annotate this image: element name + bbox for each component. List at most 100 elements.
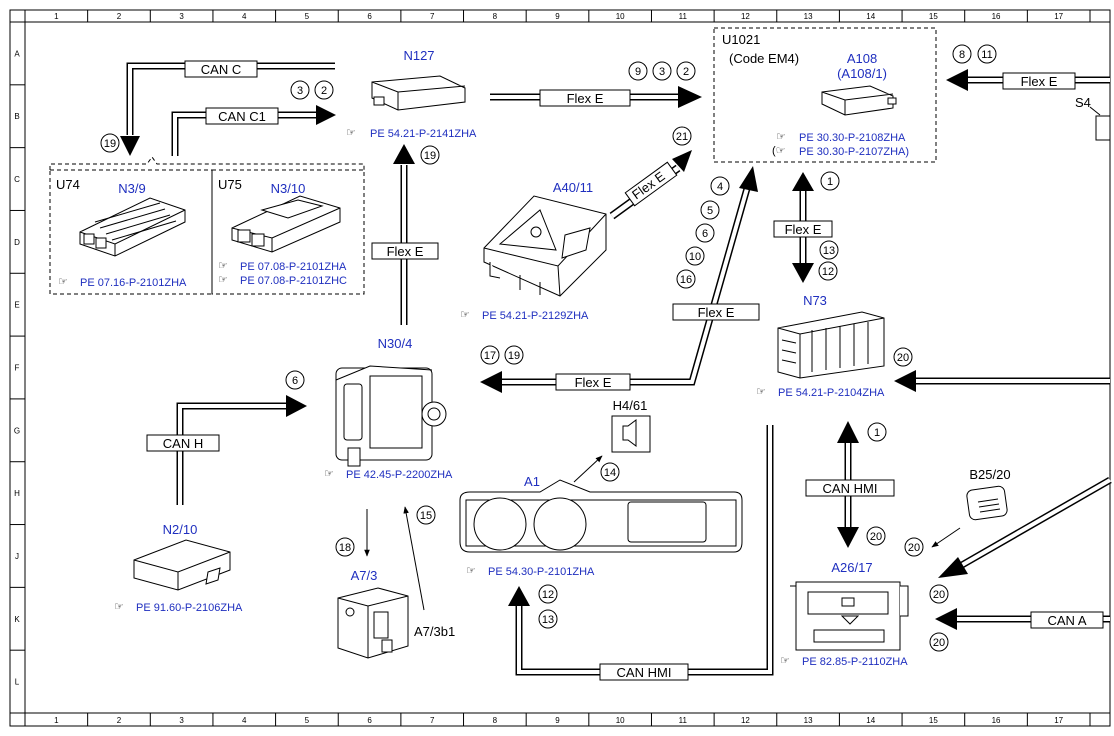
n127-ref[interactable]: PE 54.21-P-2141ZHA xyxy=(370,128,477,140)
svg-text:5: 5 xyxy=(707,205,713,217)
can-a-label-box xyxy=(1030,611,1104,629)
n127-label: N127 xyxy=(403,48,434,63)
grid-row-label: H xyxy=(14,489,20,498)
grid-column-label: 9 xyxy=(555,12,560,21)
badge: 13 xyxy=(819,240,839,260)
svg-text:11: 11 xyxy=(981,49,992,61)
n2-10-ref[interactable]: PE 91.60-P-2106ZHA xyxy=(136,602,243,614)
grid-row-label: D xyxy=(14,238,20,247)
n73-ref-icon: ☞ xyxy=(756,386,766,398)
n3-9-ref[interactable]: PE 07.16-P-2101ZHA xyxy=(80,277,187,289)
can-c1-arrow-icon xyxy=(316,105,336,125)
flex-e-arrow-right-n73-icon xyxy=(894,370,916,392)
grid-column-label: 1 xyxy=(54,12,59,21)
grid-column-label: 7 xyxy=(430,716,435,725)
a26-17-control-panel-icon xyxy=(790,581,909,651)
badge: 1 xyxy=(867,422,887,442)
a7-3b1-label: A7/3b1 xyxy=(414,624,455,639)
flex-e-label-box-right-top xyxy=(1002,72,1076,90)
grid-column-label: 12 xyxy=(741,12,750,21)
n3-10-label: N3/10 xyxy=(271,181,306,196)
n127-module-icon xyxy=(371,75,466,111)
badge: 20 xyxy=(929,584,949,604)
can-hmi-label-box-vertical xyxy=(805,479,895,497)
grid-row-label: G xyxy=(14,426,20,435)
svg-text:20: 20 xyxy=(933,637,945,649)
badge: 14 xyxy=(600,462,620,482)
badge: 2 xyxy=(676,61,696,81)
arrow-a7-3b1-up xyxy=(403,506,425,611)
b25-20-sensor-icon xyxy=(966,485,1008,521)
a108-ref1-icon: ☞ xyxy=(776,131,786,143)
flex-e-label-box-diagonal xyxy=(624,161,678,207)
can-a-label: CAN A xyxy=(1047,613,1086,628)
flex-e-label-box-top xyxy=(539,89,631,107)
a1-label: A1 xyxy=(524,474,540,489)
grid-column-label: 3 xyxy=(179,716,184,725)
flex-e-arrow-n73-down-icon xyxy=(792,263,814,283)
can-hmi-arrow-up-icon xyxy=(508,586,530,606)
grid-row-label: B xyxy=(14,112,19,121)
grid-column-label: 17 xyxy=(1054,716,1063,725)
svg-text:14: 14 xyxy=(604,467,616,479)
badge: 11 xyxy=(977,44,997,64)
flex-e-arrow-main-up-icon xyxy=(739,166,758,192)
svg-text:10: 10 xyxy=(689,251,701,263)
grid-column-label: 15 xyxy=(929,716,938,725)
flex-e-arrow-top-icon xyxy=(678,86,702,108)
grid-column-label: 10 xyxy=(616,12,625,21)
n3-9-label: N3/9 xyxy=(118,181,145,196)
a40-11-ref[interactable]: PE 54.21-P-2129ZHA xyxy=(482,310,589,322)
grid-column-label: 11 xyxy=(679,12,688,21)
h4-61-speaker-icon xyxy=(611,415,651,453)
badge: 6 xyxy=(285,370,305,390)
flex-e-arrow-diagonal-icon xyxy=(672,150,692,172)
a108-alt-label: (A108/1) xyxy=(837,66,887,81)
a26-17-label: A26/17 xyxy=(831,560,872,575)
can-h-line xyxy=(176,402,288,505)
n127-ref-icon: ☞ xyxy=(346,127,356,139)
can-c1-label: CAN C1 xyxy=(218,109,266,124)
grid-row-label: C xyxy=(14,175,20,184)
n30-4-ref[interactable]: PE 42.45-P-2200ZHA xyxy=(346,469,453,481)
grid-column-label: 7 xyxy=(430,12,435,21)
n73-ref[interactable]: PE 54.21-P-2104ZHA xyxy=(778,387,885,399)
n73-module-icon xyxy=(777,311,885,379)
grid-column-label: 16 xyxy=(992,716,1001,725)
s4-leader xyxy=(1089,106,1101,116)
a40-11-camera-icon xyxy=(483,195,607,297)
u74-label: U74 xyxy=(56,177,80,192)
a26-17-ref[interactable]: PE 82.85-P-2110ZHA xyxy=(802,656,908,668)
n3-10-ref2-icon: ☞ xyxy=(218,274,228,286)
a108-label: A108 xyxy=(847,51,877,66)
right-diagonal-arrow-icon xyxy=(938,557,968,578)
can-c-arrow-icon xyxy=(120,136,140,156)
grid-column-label: 8 xyxy=(493,12,498,21)
a108-ref2[interactable]: PE 30.30-P-2107ZHA) xyxy=(799,146,909,158)
badge: 19 xyxy=(420,145,440,165)
a1-ref[interactable]: PE 54.30-P-2101ZHA xyxy=(488,566,595,578)
grid-column-label: 1 xyxy=(54,716,59,725)
badge: 18 xyxy=(335,537,355,557)
u74-u75-bracket xyxy=(49,156,365,170)
n2-10-module-icon xyxy=(133,539,231,591)
a40-11-ref-icon: ☞ xyxy=(460,309,470,321)
grid-row-label: A xyxy=(14,49,20,58)
n3-9-ecu-icon xyxy=(79,197,186,257)
a26-17-ref-icon: ☞ xyxy=(780,655,790,667)
can-h-arrow-icon xyxy=(286,395,307,417)
can-c-label: CAN C xyxy=(201,62,241,77)
n3-10-ref1[interactable]: PE 07.08-P-2101ZHA xyxy=(240,261,347,273)
svg-text:20: 20 xyxy=(908,542,920,554)
n3-10-ref2[interactable]: PE 07.08-P-2101ZHC xyxy=(240,275,347,287)
grid-ticks xyxy=(10,10,1091,726)
badge: 20 xyxy=(929,632,949,652)
n73-label: N73 xyxy=(803,293,827,308)
flex-e-label-box-main xyxy=(555,373,631,391)
a108-ref1[interactable]: PE 30.30-P-2108ZHA xyxy=(799,132,906,144)
can-h-label: CAN H xyxy=(163,436,203,451)
a108-ref2-icon: (☞ xyxy=(772,145,786,157)
svg-text:1: 1 xyxy=(827,176,833,188)
